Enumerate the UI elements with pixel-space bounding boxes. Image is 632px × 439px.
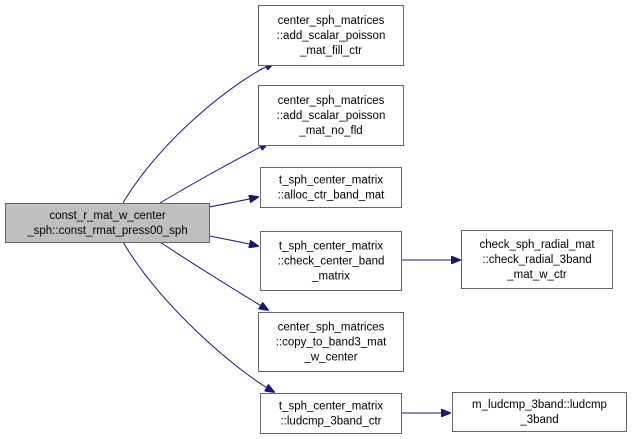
node-label-line: ::copy_to_band3_mat: [276, 337, 387, 349]
node-layer: const_r_mat_w_center_sph::const_rmat_pre…: [5, 5, 627, 434]
node-label-line: _w_center: [303, 352, 357, 364]
node-add-fill-ctr[interactable]: center_sph_matrices::add_scalar_poisson_…: [258, 5, 404, 66]
edge-root-to-check_center: [208, 235, 258, 246]
node-label-line: ::add_scalar_poisson: [277, 30, 386, 42]
node-label-line: _3band: [519, 414, 558, 426]
node-label-line: m_ludcmp_3band::ludcmp: [472, 399, 607, 411]
node-label-line: ::alloc_ctr_band_mat: [278, 190, 386, 202]
node-box: [461, 230, 613, 289]
node-label-line: ::check_radial_3band: [482, 254, 591, 266]
node-label-line: center_sph_matrices: [278, 322, 385, 334]
node-box: [258, 312, 404, 372]
node-add-no-fld[interactable]: center_sph_matrices::add_scalar_poisson_…: [258, 85, 404, 146]
node-label-line: _mat_fill_ctr: [299, 45, 362, 57]
node-label-line: _matrix: [311, 271, 350, 283]
node-box: [258, 5, 404, 66]
edge-root-to-add_fill_ctr: [122, 63, 274, 204]
node-label-line: ::check_center_band: [278, 256, 385, 268]
node-label-line: _mat_no_fld: [298, 125, 362, 137]
node-box: [260, 231, 402, 291]
edge-root-to-add_no_fld: [159, 143, 268, 204]
edge-layer: [122, 63, 460, 413]
node-root[interactable]: const_r_mat_w_center_sph::const_rmat_pre…: [5, 203, 210, 243]
node-label-line: ::add_scalar_poisson: [277, 110, 386, 122]
node-copy-band3[interactable]: center_sph_matrices::copy_to_band3_mat_w…: [258, 312, 404, 372]
node-label-line: _sph::const_rmat_press00_sph: [26, 225, 187, 237]
node-label-line: _mat_w_ctr: [506, 269, 567, 281]
node-label-line: ::ludcmp_3band_ctr: [280, 416, 381, 428]
node-label-line: t_sph_center_matrix: [279, 241, 383, 253]
node-label-line: check_sph_radial_mat: [479, 239, 595, 251]
node-check-center[interactable]: t_sph_center_matrix::check_center_band_m…: [260, 231, 402, 291]
edge-root-to-ludcmp_ctr: [122, 241, 274, 392]
node-label-line: center_sph_matrices: [278, 15, 385, 27]
node-box: [260, 393, 402, 434]
node-box: [452, 392, 627, 432]
node-alloc[interactable]: t_sph_center_matrix::alloc_ctr_band_mat: [260, 167, 402, 208]
node-label-line: t_sph_center_matrix: [279, 401, 383, 413]
node-box: [5, 203, 210, 243]
node-label-line: center_sph_matrices: [278, 95, 385, 107]
node-box: [260, 167, 402, 208]
node-label-line: const_r_mat_w_center: [49, 210, 166, 222]
node-ludcmp-3band[interactable]: m_ludcmp_3band::ludcmp_3band: [452, 392, 627, 432]
edge-root-to-copy_band3: [159, 241, 268, 310]
node-box: [258, 85, 404, 146]
node-check-radial[interactable]: check_sph_radial_mat::check_radial_3band…: [461, 230, 613, 289]
node-ludcmp-ctr[interactable]: t_sph_center_matrix::ludcmp_3band_ctr: [260, 393, 402, 434]
node-label-line: t_sph_center_matrix: [279, 175, 383, 187]
edge-root-to-alloc: [208, 197, 258, 208]
